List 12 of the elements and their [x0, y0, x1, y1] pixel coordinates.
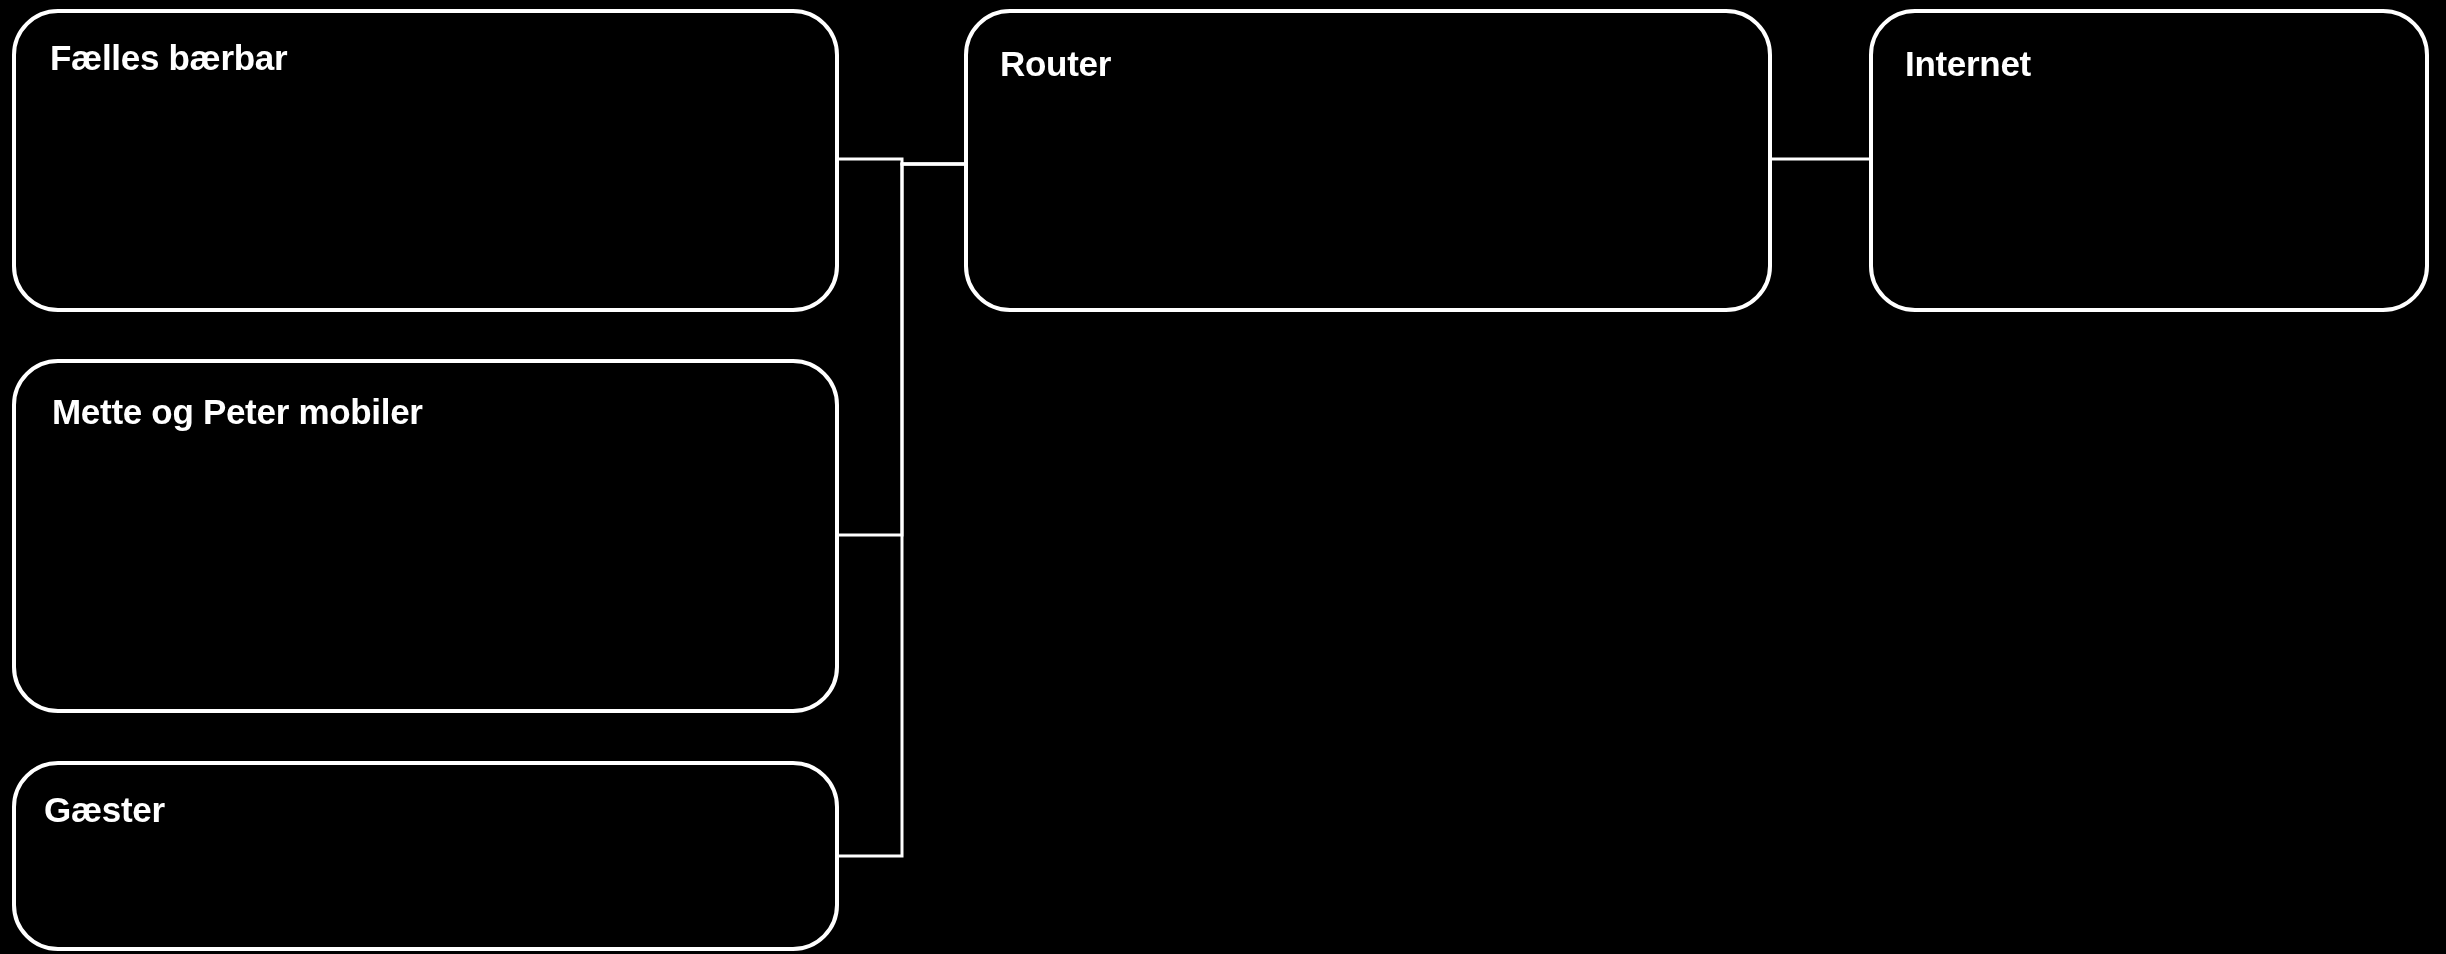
connector-line [1772, 157, 1869, 161]
box-title: Gæster [44, 789, 166, 831]
rounded-box [12, 761, 839, 951]
rounded-box [1869, 9, 2429, 312]
rounded-box [12, 359, 839, 713]
box-title: Mette og Peter mobiler [52, 391, 424, 433]
connector-line [839, 162, 964, 858]
box-title: Fælles bærbar [50, 37, 289, 79]
rounded-box [964, 9, 1772, 312]
rounded-box [12, 9, 839, 312]
box-title: Router [1000, 43, 1112, 85]
box-title: Internet [1905, 43, 2032, 85]
